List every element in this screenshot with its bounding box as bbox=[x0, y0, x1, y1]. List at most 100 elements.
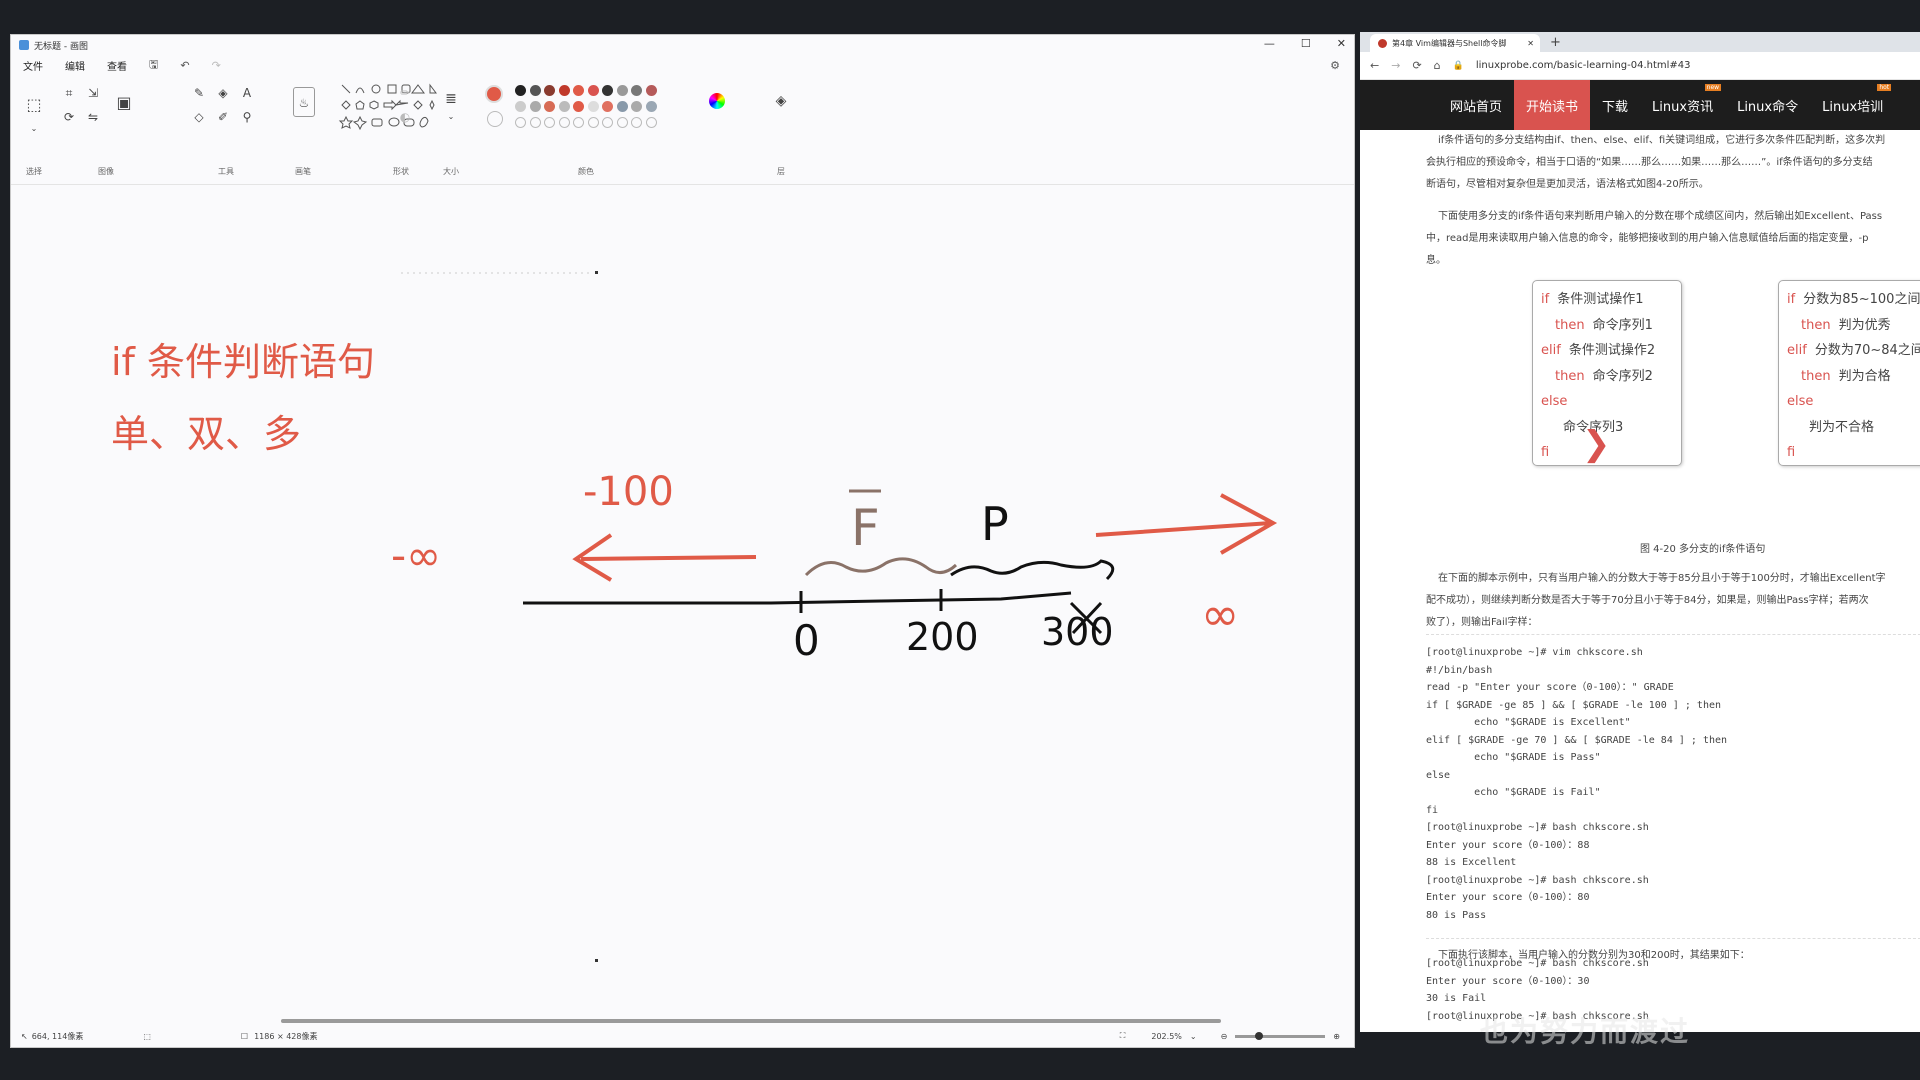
save-icon[interactable]: 🖫 bbox=[149, 57, 159, 71]
nav-item-0[interactable]: 网站首页 bbox=[1438, 80, 1514, 130]
zoom-out-icon[interactable]: ⊖ bbox=[1220, 1031, 1228, 1041]
maximize-icon[interactable]: ☐ bbox=[1300, 37, 1311, 50]
palette-swatch[interactable] bbox=[529, 101, 541, 112]
url-field[interactable]: linuxprobe.com/basic-learning-04.html#43 bbox=[1475, 60, 1691, 71]
chevron-down-icon[interactable]: ⌄ bbox=[1189, 1031, 1197, 1041]
nav-badge: new bbox=[1704, 84, 1722, 91]
text-tool-icon[interactable]: A bbox=[242, 86, 252, 100]
palette-swatch-empty[interactable] bbox=[631, 117, 642, 128]
palette-swatch-empty[interactable] bbox=[573, 117, 584, 128]
palette-swatch[interactable] bbox=[602, 101, 613, 112]
eraser-icon[interactable]: ◇ bbox=[194, 110, 204, 124]
palette-swatch-empty[interactable] bbox=[529, 117, 541, 128]
magnifier-icon[interactable]: ⚲ bbox=[242, 110, 252, 124]
stroke-size-icon[interactable]: ≣ bbox=[445, 91, 457, 107]
nav-item-1[interactable]: 开始读书 bbox=[1514, 80, 1591, 130]
menu-edit[interactable]: 编辑 bbox=[65, 61, 85, 73]
palette-swatch[interactable] bbox=[645, 101, 657, 112]
close-icon[interactable]: ✕ bbox=[1336, 37, 1346, 50]
outline-icon[interactable]: ✏ bbox=[399, 86, 411, 100]
image-remove-bg-icon[interactable]: ▣ bbox=[116, 93, 132, 112]
horizontal-scrollbar[interactable] bbox=[281, 1019, 1221, 1023]
palette-swatch[interactable] bbox=[544, 85, 555, 96]
intro-line: 断语句，尽管相对复杂但是更加灵活，语法格式如图4-20所示。 bbox=[1426, 179, 1709, 190]
palette-swatch[interactable] bbox=[616, 85, 628, 96]
syntax-keyword: then bbox=[1555, 317, 1585, 333]
nav-item-4[interactable]: Linux命令 bbox=[1725, 80, 1810, 130]
tab-title: 第4章 Vim编辑器与Shell命令脚 bbox=[1392, 38, 1507, 48]
canvas-resize-handle-top[interactable] bbox=[595, 271, 598, 274]
resize-icon[interactable]: ⇲ bbox=[87, 86, 99, 100]
palette-swatch[interactable] bbox=[529, 85, 541, 96]
palette-swatch-empty[interactable] bbox=[645, 117, 657, 128]
browser-tab[interactable]: 第4章 Vim编辑器与Shell命令脚 ✕ bbox=[1370, 34, 1540, 52]
palette-swatch[interactable] bbox=[558, 101, 570, 112]
palette-swatch[interactable] bbox=[616, 101, 628, 112]
new-tab-icon[interactable]: + bbox=[1550, 35, 1561, 50]
palette-swatch-empty[interactable] bbox=[558, 117, 570, 128]
canvas-resize-handle-bottom[interactable] bbox=[595, 959, 598, 962]
chevron-down-icon[interactable]: ⌄ bbox=[30, 124, 38, 133]
home-icon[interactable]: ⌂ bbox=[1433, 59, 1441, 72]
drawing-canvas[interactable]: if 条件判断语句 单、双、多 0 200 300 -100 -∞ ∞ F P bbox=[11, 185, 1354, 1041]
shapes-gallery-icon[interactable] bbox=[336, 81, 466, 131]
palette-swatch-empty[interactable] bbox=[544, 117, 555, 128]
settings-gear-icon[interactable]: ⚙ bbox=[1330, 58, 1340, 72]
brush-icon[interactable]: ♨ bbox=[293, 87, 315, 117]
palette-swatch[interactable] bbox=[631, 85, 642, 96]
pencil-icon[interactable]: ✎ bbox=[193, 86, 205, 100]
crop-icon[interactable]: ⌗ bbox=[65, 86, 73, 100]
ribbon-group-image: ⌗ ⇲ ⟳ ⇋ ▣ 图像 bbox=[61, 81, 151, 181]
fit-window-icon[interactable]: ⛶ bbox=[1119, 1031, 1126, 1040]
menu-file[interactable]: 文件 bbox=[23, 61, 43, 73]
edit-colors-icon[interactable] bbox=[709, 93, 725, 109]
zoom-slider-thumb[interactable] bbox=[1255, 1031, 1264, 1040]
zoom-slider[interactable] bbox=[1235, 1031, 1326, 1040]
palette-swatch[interactable] bbox=[544, 101, 555, 112]
palette-swatch[interactable] bbox=[515, 101, 526, 112]
nav-item-2[interactable]: 下载 bbox=[1590, 80, 1640, 130]
undo-icon[interactable]: ↶ bbox=[180, 58, 190, 72]
secondary-color-swatch[interactable] bbox=[487, 111, 503, 127]
palette-swatch-empty[interactable] bbox=[602, 117, 613, 128]
primary-color-swatch[interactable] bbox=[485, 85, 503, 103]
back-icon[interactable]: ← bbox=[1370, 59, 1380, 72]
redo-icon[interactable]: ↷ bbox=[211, 58, 221, 72]
select-rectangle-icon[interactable]: ⬚ bbox=[26, 95, 42, 114]
cursor-position: 664, 114像素 bbox=[31, 1031, 84, 1041]
palette-swatch-empty[interactable] bbox=[616, 117, 628, 128]
paint-menubar: 文件 编辑 查看 🖫 ↶ ↷ ⚙ bbox=[11, 55, 1354, 75]
forward-icon[interactable]: → bbox=[1391, 59, 1401, 72]
palette-swatch[interactable] bbox=[587, 101, 599, 112]
palette-swatch-empty[interactable] bbox=[515, 117, 526, 128]
para3-line: 在下面的脚本示例中，只有当用户输入的分数大于等于85分且小于等于100分时，才输… bbox=[1438, 573, 1886, 584]
intro-paragraph: if条件语句的多分支结构由if、then、else、elif、fi关键词组成，它… bbox=[1426, 130, 1920, 196]
palette-swatch-empty[interactable] bbox=[587, 117, 599, 128]
close-tab-icon[interactable]: ✕ bbox=[1527, 38, 1534, 48]
menu-view[interactable]: 查看 bbox=[107, 61, 127, 73]
nav-item-label: 下载 bbox=[1602, 99, 1629, 115]
label-minus-infinity: -∞ bbox=[391, 531, 441, 580]
palette-swatch[interactable] bbox=[587, 85, 599, 96]
palette-swatch[interactable] bbox=[515, 85, 526, 96]
layers-icon[interactable]: ◈ bbox=[775, 93, 787, 109]
palette-swatch[interactable] bbox=[631, 101, 642, 112]
palette-swatch[interactable] bbox=[645, 85, 657, 96]
zoom-level[interactable]: 202.5% bbox=[1151, 1031, 1182, 1041]
fill-bucket-icon[interactable]: ◈ bbox=[218, 86, 228, 100]
flip-icon[interactable]: ⇋ bbox=[87, 110, 99, 124]
palette-swatch[interactable] bbox=[573, 101, 584, 112]
rotate-icon[interactable]: ⟳ bbox=[63, 110, 75, 124]
chevron-down-icon[interactable]: ⌄ bbox=[447, 112, 455, 121]
color-picker-icon[interactable]: ✐ bbox=[217, 110, 229, 124]
fill-icon[interactable]: ◐ bbox=[399, 110, 411, 124]
minimize-icon[interactable]: — bbox=[1263, 37, 1275, 50]
zoom-in-icon[interactable]: ⊕ bbox=[1333, 1031, 1340, 1041]
palette-swatch[interactable] bbox=[558, 85, 570, 96]
palette-swatch[interactable] bbox=[602, 85, 613, 96]
reload-icon[interactable]: ⟳ bbox=[1412, 59, 1422, 72]
palette-swatch[interactable] bbox=[573, 85, 584, 96]
